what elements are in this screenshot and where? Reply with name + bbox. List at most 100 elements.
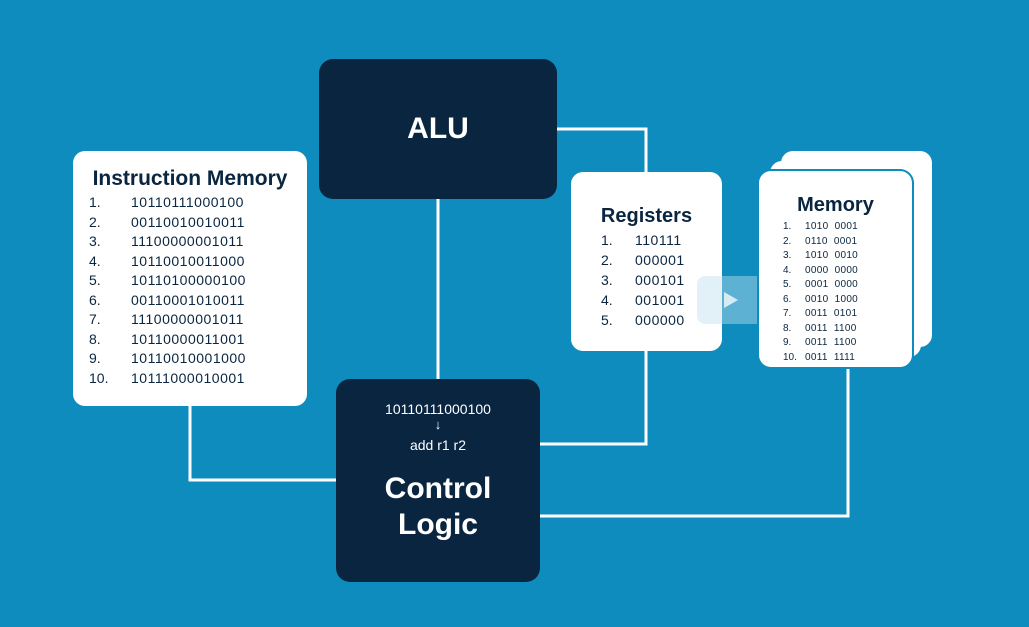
instruction-row-value: 10110010011000	[131, 252, 245, 269]
memory-row-value: 0001 0000	[805, 279, 859, 290]
control-logic-block: 10110111000100 ↓ add r1 r2 Control Logic	[336, 379, 540, 582]
memory-row: 2.0110 0001	[759, 235, 912, 250]
memory-row-number: 1.	[783, 221, 792, 232]
registers-list: 1. 110111 2. 000001 3. 000101 4. 001001 5. 000000	[571, 230, 722, 330]
memory-row-value: 1010 0001	[805, 221, 859, 232]
memory-row-value: 0011 1100	[805, 337, 857, 348]
wire-alu-registers	[556, 127, 648, 173]
alu-title: ALU	[407, 112, 469, 145]
instruction-row: 1. 10110111000100	[73, 193, 307, 213]
register-row: 2. 000001	[571, 250, 722, 270]
wire-memory-control	[539, 366, 850, 518]
instruction-row-number: 2.	[89, 213, 101, 230]
instruction-row: 7. 11100000001011	[73, 310, 307, 330]
memory-row-number: 10.	[783, 351, 797, 363]
memory-row: 10. 0011 1111	[759, 351, 912, 366]
register-row: 5. 000000	[571, 310, 722, 330]
memory-row-number: 4.	[783, 264, 792, 276]
memory-row-value: 0011 0101	[805, 308, 858, 319]
instruction-row-value: 11100000001011	[131, 311, 244, 327]
memory-row-number: 3.	[783, 250, 792, 261]
play-icon	[724, 292, 738, 308]
instruction-row-value: 10110111000100	[131, 194, 244, 210]
memory-row: 5. 0001 0000	[759, 278, 912, 293]
register-row: 3. 000101	[571, 270, 722, 290]
memory-row: 3. 1010 0010	[759, 249, 912, 264]
instruction-row-number: 6.	[89, 291, 101, 308]
register-row-number: 3.	[601, 272, 613, 288]
instruction-row-value: 00110010010011	[131, 213, 245, 230]
instruction-row-number: 9.	[89, 350, 101, 366]
instruction-memory-title: Instruction Memory	[92, 167, 288, 190]
memory-row-number: 2.	[783, 235, 792, 247]
memory-row-number: 9.	[783, 337, 792, 348]
register-row-value: 000000	[635, 312, 685, 328]
instruction-row-value: 10110010001000	[131, 350, 246, 366]
register-row-value: 000001	[635, 252, 685, 268]
memory-title: Memory	[797, 194, 874, 216]
memory-row: 6. 0010 1000	[759, 293, 912, 308]
instruction-row: 3. 11100000001011	[73, 232, 307, 252]
registers-card: Registers 1. 110111 2. 000001 3. 000101 4. 0010…	[571, 172, 722, 351]
register-row: 1. 110111	[571, 230, 722, 250]
instruction-row: 10. 10111000010001	[73, 369, 307, 389]
current-instruction-binary: 10110111000100	[385, 401, 491, 417]
register-row-number: 4.	[601, 292, 613, 308]
register-row-number: 5.	[601, 312, 613, 328]
instruction-row-value: 00110001010011	[131, 291, 245, 308]
instruction-row-number: 5.	[89, 272, 101, 288]
control-logic-title: Control Logic	[336, 471, 540, 543]
instruction-row-number: 3.	[89, 233, 101, 249]
memory-row-value: 0000 0000	[805, 264, 859, 276]
memory-row-number: 8.	[783, 322, 792, 334]
register-row-number: 1.	[601, 232, 613, 248]
register-row: 4. 001001	[571, 290, 722, 310]
wire-registers-control	[539, 350, 648, 446]
control-logic-title-line2: Logic	[398, 508, 478, 541]
instruction-memory-list: 1. 10110111000100 2. 00110010010011 3. 111000…	[73, 193, 307, 388]
instruction-memory-card: Instruction Memory 1. 10110111000100 2. 001…	[73, 151, 307, 406]
instruction-row-number: 8.	[89, 330, 101, 347]
register-row-value: 000101	[635, 272, 685, 288]
register-row-value: 110111	[635, 232, 682, 248]
registers-title: Registers	[600, 205, 693, 227]
memory-row-value: 1010 0010	[805, 250, 859, 261]
instruction-row-value: 10110100000100	[131, 272, 246, 288]
memory-row: 8. 0011 1100	[759, 322, 912, 337]
decode-arrow: ↓	[434, 417, 442, 432]
instruction-row: 5. 10110100000100	[73, 271, 307, 291]
instruction-row-number: 10.	[89, 369, 109, 386]
current-instruction-assembly: add r1 r2	[409, 437, 467, 453]
instruction-row: 9. 10110010001000	[73, 349, 307, 369]
instruction-row-number: 7.	[89, 311, 101, 327]
play-button[interactable]	[697, 276, 765, 324]
memory-row-value: 0011 1100	[805, 322, 857, 334]
instruction-row: 8. 10110000011001	[73, 330, 307, 350]
memory-row-number: 6.	[783, 293, 792, 305]
memory-row-value: 0011 1111	[805, 351, 856, 363]
instruction-row-value: 10111000010001	[131, 369, 245, 386]
memory-row-number: 7.	[783, 308, 792, 319]
wire-imem-control	[188, 405, 337, 482]
memory-row: 9. 0011 1100	[759, 336, 912, 351]
instruction-row-value: 10110000011001	[131, 330, 245, 347]
instruction-row: 6. 00110001010011	[73, 291, 307, 311]
instruction-row: 2. 00110010010011	[73, 213, 307, 233]
register-row-value: 001001	[635, 292, 685, 308]
instruction-row: 4. 10110010011000	[73, 252, 307, 272]
memory-row-number: 5.	[783, 279, 792, 290]
control-logic-title-line1: Control	[384, 472, 492, 505]
instruction-row-number: 4.	[89, 252, 101, 269]
memory-row: 7. 0011 0101	[759, 307, 912, 322]
memory-row: 4. 0000 0000	[759, 264, 912, 279]
instruction-row-value: 11100000001011	[131, 233, 244, 249]
alu-block: ALU	[319, 59, 557, 199]
memory-row: 1. 1010 0001	[759, 220, 912, 235]
instruction-row-number: 1.	[89, 194, 101, 210]
memory-row-value: 0010 1000	[805, 293, 859, 305]
register-row-number: 2.	[601, 252, 613, 268]
